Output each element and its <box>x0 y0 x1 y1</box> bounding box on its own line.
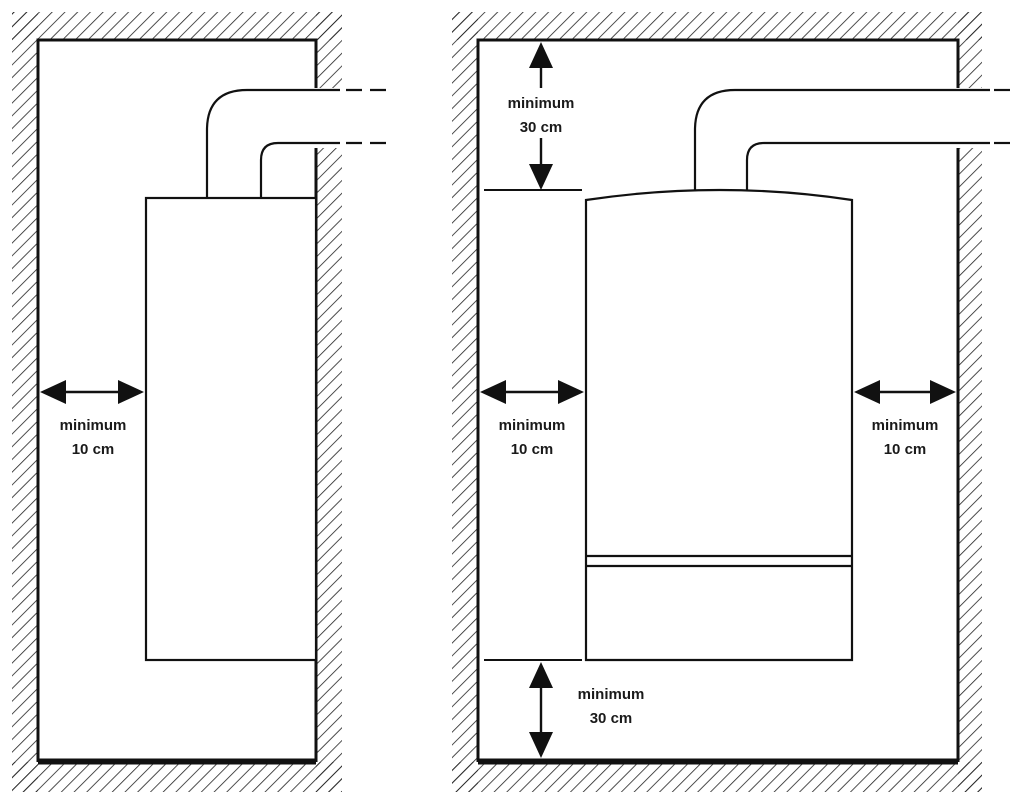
right-clearance-label-line1: minimum <box>872 417 939 434</box>
left-boiler-body <box>144 196 318 662</box>
left-wall-hatch-right-lower <box>316 148 342 792</box>
right-wall-hatch-top <box>452 12 982 40</box>
top-label-bg <box>492 88 590 138</box>
left-wall-hatch-left <box>12 12 38 792</box>
right-wall-hatch-right-lower <box>958 148 982 792</box>
left-diagram: minimum 10 cm <box>12 12 386 792</box>
right-flue-outer <box>693 88 990 190</box>
right-boiler-body <box>584 188 854 662</box>
right-enclosure-outline <box>476 38 960 765</box>
left-wall-hatch-top <box>12 12 342 40</box>
right-clearance-label-line2: 10 cm <box>884 441 927 458</box>
bottom-clearance-label-line1: minimum <box>578 686 645 703</box>
left-wall-hatch-right-upper <box>316 12 342 88</box>
left-flue-outer <box>205 88 340 198</box>
left-clearance-label-line1: minimum <box>60 417 127 434</box>
right-flue-inner <box>745 141 990 190</box>
bottom-clearance-arrow <box>529 662 553 758</box>
bottom-clearance-label-line2: 30 cm <box>590 710 633 727</box>
middle-clearance-label-line1: minimum <box>499 417 566 434</box>
left-flue-inner <box>259 141 340 198</box>
top-clearance-label-line1: minimum <box>508 95 575 112</box>
right-wall-hatch-right-upper <box>958 12 982 88</box>
left-floor-hatch <box>12 762 342 792</box>
middle-clearance-label-line2: 10 cm <box>511 441 554 458</box>
right-wall-hatch-left <box>452 12 478 792</box>
right-floor-hatch <box>452 762 982 792</box>
right-diagram: minimum 30 cm minimum 10 cm minimum 10 c… <box>452 12 1010 792</box>
top-clearance-label-line2: 30 cm <box>520 119 563 136</box>
left-clearance-arrow <box>40 380 144 404</box>
middle-clearance-arrow <box>480 380 584 404</box>
right-clearance-arrow <box>854 380 956 404</box>
left-clearance-label-line2: 10 cm <box>72 441 115 458</box>
